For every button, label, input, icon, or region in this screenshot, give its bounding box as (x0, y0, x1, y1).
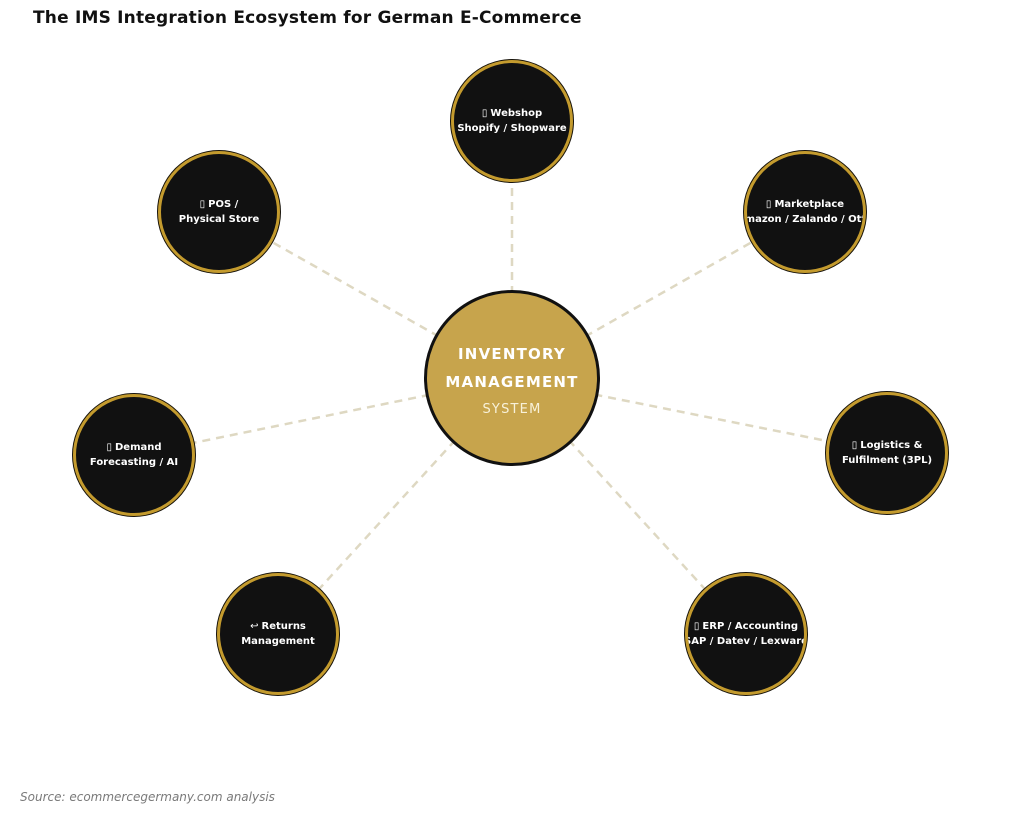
node-marketplace-label: Marketplace (774, 199, 845, 210)
returns-arrow-icon: ↩ (250, 621, 259, 632)
pos-icon: ▯ (199, 199, 206, 210)
webshop-icon: ▯ (481, 108, 488, 119)
node-pos-title: ▯POS / (200, 197, 239, 212)
demand-forecasting-icon: ▯ (106, 442, 112, 453)
node-logistics-title: ▯Logistics & (852, 438, 923, 453)
logistics-icon: ▯ (851, 440, 858, 451)
node-demand-title: ▯Demand (106, 440, 161, 455)
node-marketplace: ▯Marketplace Amazon / Zalando / Otto (744, 151, 866, 273)
node-returns-title: ↩Returns (250, 619, 306, 634)
node-erp-label: ERP / Accounting (702, 621, 799, 632)
node-pos: ▯POS / Physical Store (158, 151, 280, 273)
node-pos-subtitle: Physical Store (178, 214, 260, 225)
node-webshop-title: ▯Webshop (482, 106, 542, 121)
page-title: The IMS Integration Ecosystem for German… (33, 8, 582, 28)
center-label-line2: MANAGEMENT (445, 372, 579, 391)
node-webshop-label: Webshop (490, 108, 543, 119)
erp-icon: ▯ (693, 621, 700, 632)
node-erp-accounting: ▯ERP / Accounting SAP / Datev / Lexware (685, 573, 807, 695)
node-pos-label: POS / (208, 199, 239, 210)
marketplace-icon: ▯ (765, 199, 772, 210)
node-demand-forecasting: ▯Demand Forecasting / AI (73, 394, 195, 516)
source-caption: Source: ecommercegermany.com analysis (20, 790, 275, 804)
node-returns-subtitle: Management (241, 636, 315, 647)
node-demand-subtitle: Forecasting / AI (89, 457, 179, 468)
central-node-inventory-management-system: INVENTORY MANAGEMENT SYSTEM (424, 290, 600, 466)
node-returns-label: Returns (261, 621, 306, 632)
node-marketplace-title: ▯Marketplace (766, 197, 844, 212)
node-logistics-label: Logistics & (860, 440, 923, 451)
node-demand-label: Demand (114, 442, 162, 453)
node-webshop: ▯Webshop Shopify / Shopware (451, 60, 573, 182)
center-label-line1: INVENTORY (458, 344, 566, 363)
center-label-line3: SYSTEM (482, 401, 542, 417)
node-returns-management: ↩Returns Management (217, 573, 339, 695)
node-logistics-subtitle: Fulfilment (3PL) (841, 455, 933, 466)
node-webshop-subtitle: Shopify / Shopware (457, 123, 567, 134)
node-erp-subtitle: SAP / Datev / Lexware (685, 636, 807, 647)
node-marketplace-subtitle: Amazon / Zalando / Otto (744, 214, 866, 225)
node-logistics-fulfilment: ▯Logistics & Fulfilment (3PL) (826, 392, 948, 514)
node-erp-title: ▯ERP / Accounting (694, 619, 798, 634)
